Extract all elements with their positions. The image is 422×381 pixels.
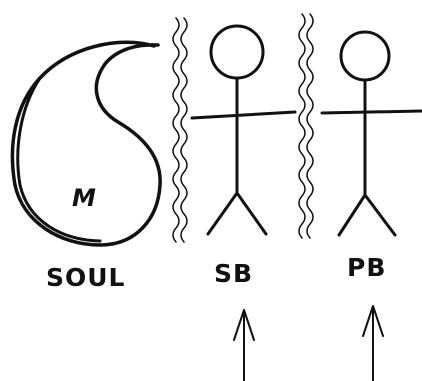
stick-figure-pb-icon (322, 32, 422, 235)
stick-figure-sb-icon (192, 26, 295, 234)
sb-label: SB (214, 259, 253, 288)
up-arrow-pb-icon (363, 306, 383, 381)
pb-label: PB (347, 253, 386, 282)
wavy-separator-1-icon (173, 18, 187, 242)
soul-letter: M (72, 184, 96, 212)
soul-shape-icon (12, 42, 160, 245)
up-arrow-sb-icon (234, 310, 254, 381)
wavy-separator-2-icon (299, 14, 313, 238)
soul-label: SOUL (46, 263, 126, 292)
